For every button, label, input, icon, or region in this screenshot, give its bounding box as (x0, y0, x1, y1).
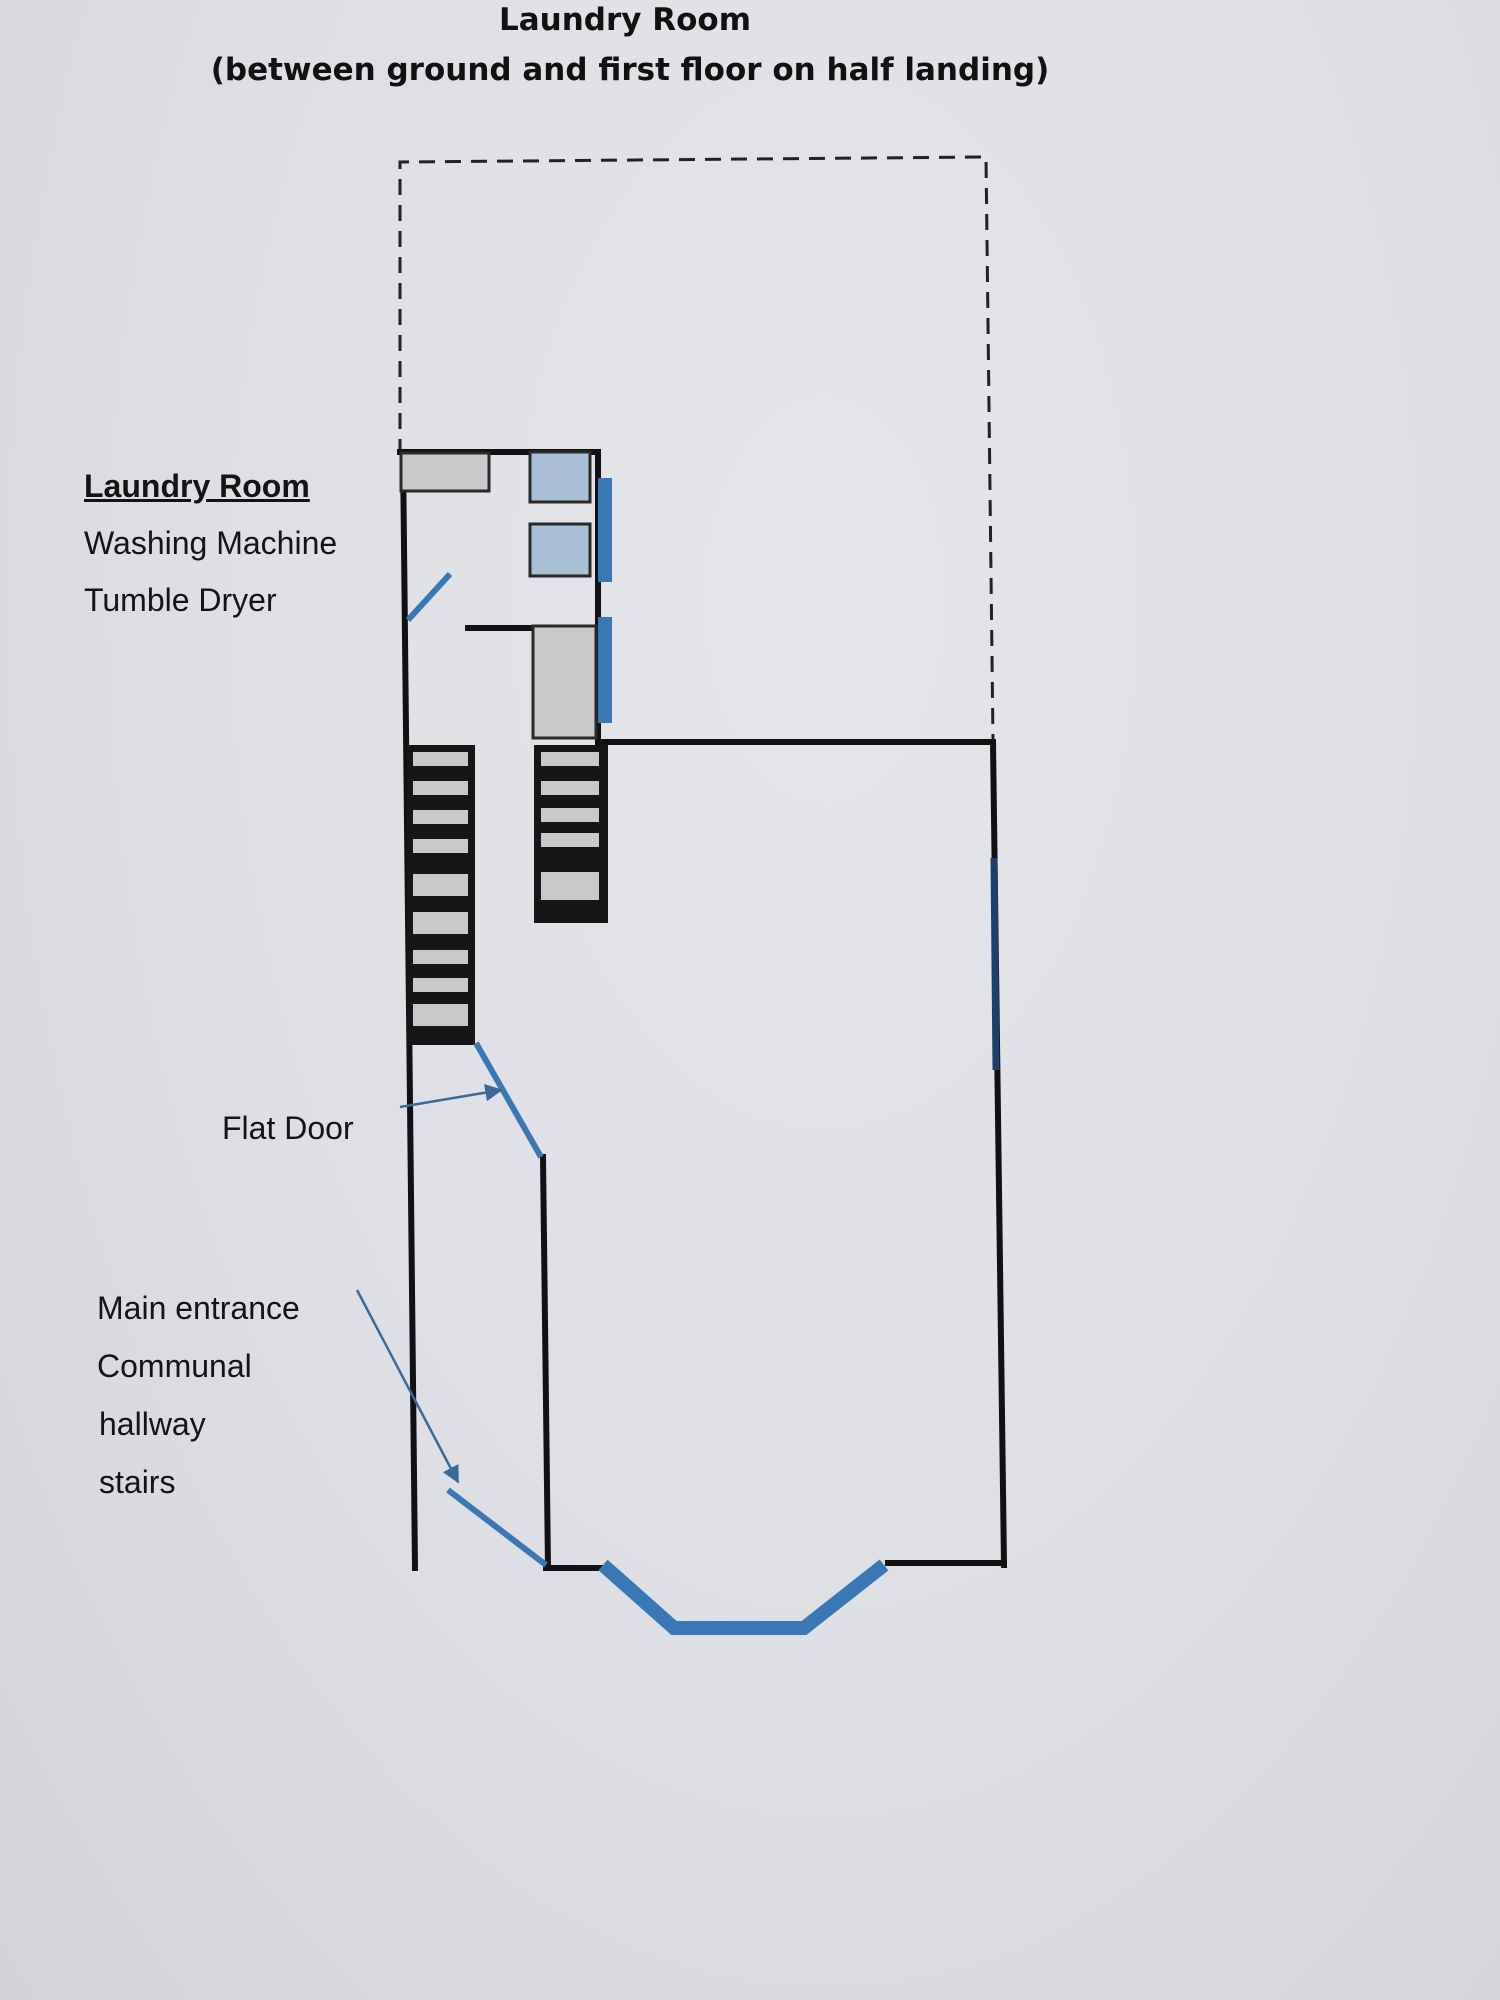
stair-tread (541, 781, 599, 795)
main-entrance-label-line: hallway (99, 1406, 206, 1442)
window-laundry-upper (598, 478, 612, 582)
stair-tread (413, 752, 468, 766)
page-subtitle: (between ground and first floor on half … (210, 52, 1050, 88)
legend-item-washing-machine: Washing Machine (84, 525, 338, 561)
stair-tread (413, 810, 468, 824)
staircase-right (534, 745, 608, 923)
main-entrance-arrow (355, 1289, 460, 1484)
stair-tread (413, 950, 468, 964)
stair-tread (541, 752, 599, 766)
window-main-right (990, 857, 1000, 1071)
stair-tread (413, 978, 468, 992)
stair-tread (413, 781, 468, 795)
stair-tread (413, 874, 468, 896)
wall-hallway-partition (539, 1153, 552, 1572)
legend-heading: Laundry Room (84, 468, 310, 504)
main-entrance-label-line: Communal (97, 1348, 252, 1384)
stair-tread (413, 912, 468, 934)
stair-tread (541, 833, 599, 847)
staircase-left (407, 745, 475, 1045)
stair-tread (413, 1004, 468, 1026)
appliances (399, 450, 598, 740)
counter-top-left (399, 451, 491, 493)
flat-door (473, 1041, 544, 1159)
main-entrance-label-line: stairs (99, 1464, 176, 1500)
counter-right (531, 624, 598, 740)
main-entrance-door (446, 1487, 548, 1568)
bay-window (598, 1559, 889, 1635)
washing-machine (528, 450, 592, 504)
flat-door-arrow (399, 1083, 503, 1109)
laundry-windows (598, 478, 612, 723)
flat-door-label: Flat Door (222, 1110, 354, 1146)
laundry-door (405, 571, 453, 623)
stair-tread (541, 872, 599, 900)
walls (397, 448, 1008, 1572)
tumble-dryer (528, 522, 592, 578)
main-entrance-label-line: Main entrance (97, 1290, 300, 1326)
stair-tread (541, 808, 599, 822)
window-laundry-lower (598, 617, 612, 723)
page-title: Laundry Room (498, 2, 752, 38)
dashed-upper-outline (398, 155, 995, 741)
legend-item-tumble-dryer: Tumble Dryer (84, 582, 277, 618)
stair-tread (413, 839, 468, 853)
